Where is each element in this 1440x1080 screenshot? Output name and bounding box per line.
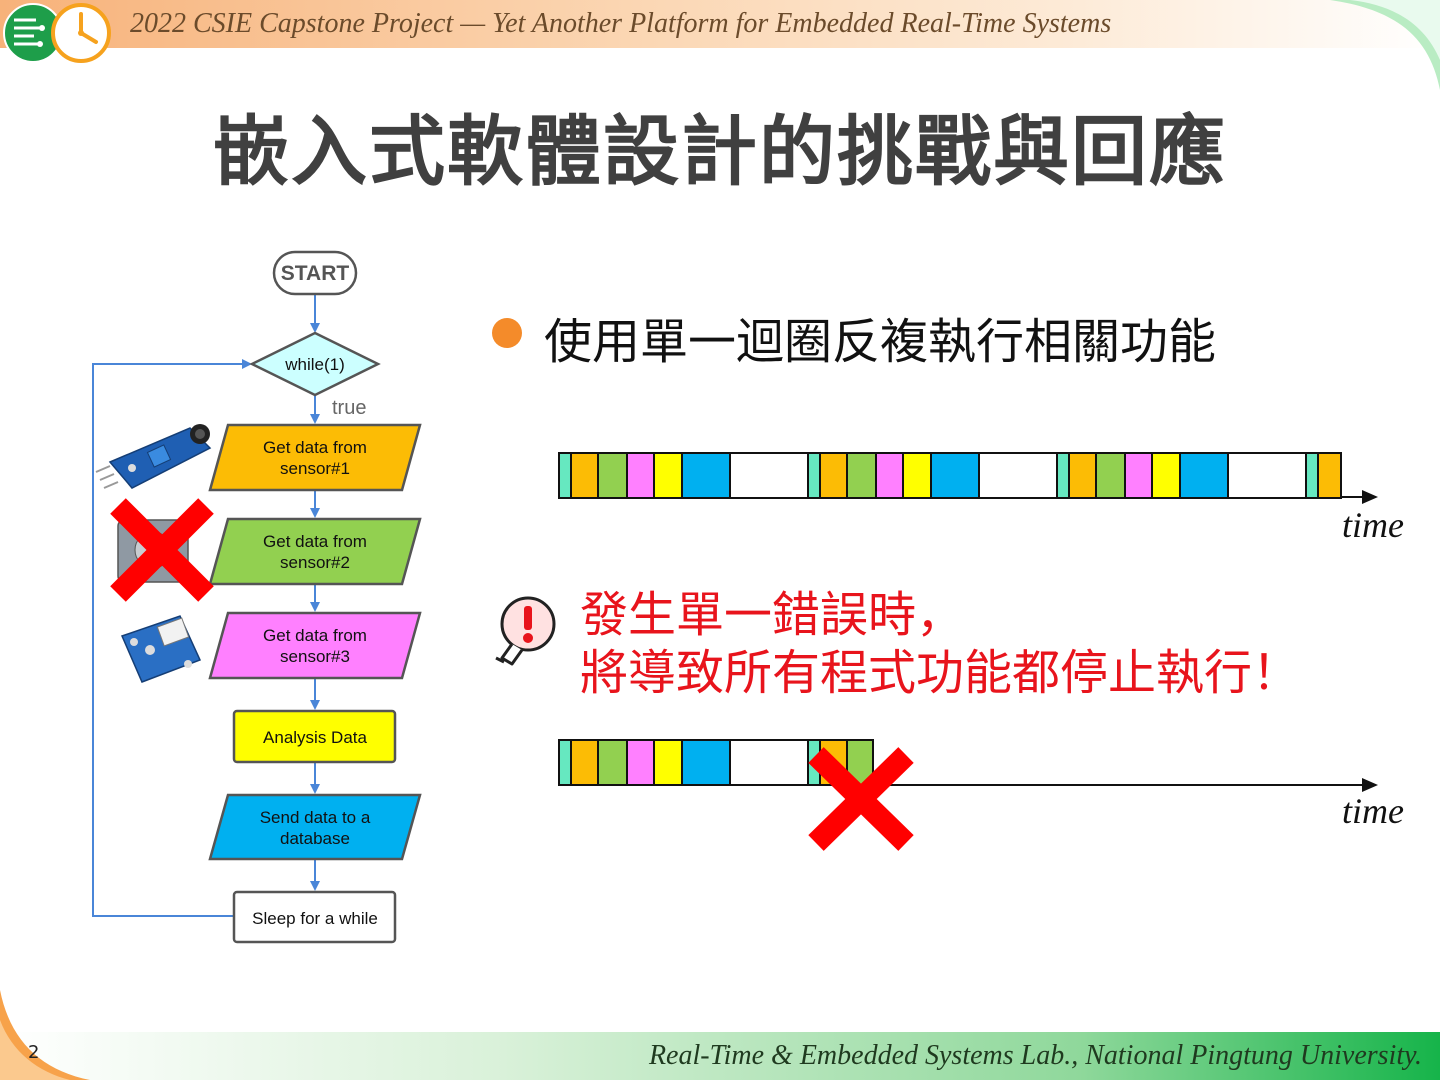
step-sensor2-line2: sensor#2	[280, 553, 350, 572]
loop-flowchart: START while(1) true Get data from sensor…	[92, 250, 422, 944]
time-axis-2-arrowhead	[1362, 778, 1378, 792]
time-axis-2-label: time	[1342, 791, 1404, 831]
flow-connectors	[92, 294, 320, 917]
error-cross-icon	[110, 498, 214, 602]
step-sensor1-line1: Get data from	[263, 438, 367, 457]
seg-sleep	[731, 454, 809, 497]
seg-sleep	[731, 741, 809, 784]
step-sensor1	[208, 423, 422, 492]
seg-sensor1	[572, 454, 599, 497]
seg-sensor3	[628, 741, 655, 784]
true-label: true	[332, 397, 366, 419]
seg-loop	[1058, 454, 1070, 497]
seg-sensor1	[1070, 454, 1097, 497]
step-sensor2	[208, 517, 422, 586]
seg-sensor2	[599, 741, 628, 784]
seg-sensor3	[1126, 454, 1153, 497]
bullet-text: 使用單一迴圈反複執行相關功能	[544, 314, 1217, 370]
step-sleep	[232, 890, 397, 944]
seg-sensor2	[848, 454, 877, 497]
failure-cross-icon	[808, 747, 914, 851]
warning-line-1: 發生單一錯誤時，	[580, 587, 965, 643]
seg-sensor1	[821, 454, 848, 497]
timeline-normal	[558, 452, 1342, 499]
time-axis-2	[872, 784, 1362, 786]
header-decoration	[1330, 0, 1440, 90]
seg-analysis	[655, 741, 683, 784]
lab-logo-icon	[3, 3, 111, 63]
step-sensor3	[208, 611, 422, 680]
seg-loop	[560, 741, 572, 784]
seg-analysis	[655, 454, 683, 497]
start-terminal	[272, 250, 358, 296]
step-sensor3-line2: sensor#3	[280, 647, 350, 666]
seg-send	[683, 454, 731, 497]
step-analysis	[232, 709, 397, 764]
seg-sleep	[980, 454, 1058, 497]
step-sensor2-line1: Get data from	[263, 532, 367, 551]
bullet-dot	[492, 318, 522, 348]
seg-sensor3	[877, 454, 904, 497]
page-number: 2	[28, 1042, 40, 1063]
step-send-line1: Send data to a	[260, 808, 371, 827]
seg-analysis	[1153, 454, 1181, 497]
sensor1-module-icon	[95, 424, 212, 489]
warning-message: 發生單一錯誤時， 將導致所有程式功能都停止執行！	[580, 586, 1300, 702]
seg-send	[932, 454, 980, 497]
seg-sensor3	[628, 454, 655, 497]
seg-sensor1	[572, 741, 599, 784]
seg-send	[683, 741, 731, 784]
header-bar	[0, 0, 1440, 48]
step-sleep-label: Sleep for a while	[252, 909, 378, 928]
seg-loop	[560, 454, 572, 497]
time-axis-1	[1340, 496, 1362, 498]
while-decision	[249, 331, 381, 397]
seg-sensor1	[1319, 454, 1340, 497]
step-send-line2: database	[280, 829, 350, 848]
footer-decoration	[0, 990, 90, 1080]
time-axis-1-arrowhead	[1362, 490, 1378, 504]
seg-loop	[1307, 454, 1319, 497]
while-label: while(1)	[284, 355, 345, 374]
lightbulb-warning-icon	[495, 596, 556, 666]
seg-send	[1181, 454, 1229, 497]
step-sensor1-line2: sensor#1	[280, 459, 350, 478]
seg-analysis	[904, 454, 932, 497]
seg-sensor2	[1097, 454, 1126, 497]
footer-bar	[0, 1032, 1440, 1080]
seg-loop	[809, 454, 821, 497]
header-title: 2022 CSIE Capstone Project — Yet Another…	[130, 8, 1112, 39]
sensor3-module-icon	[120, 615, 202, 683]
step-analysis-label: Analysis Data	[263, 728, 367, 747]
seg-sleep	[1229, 454, 1307, 497]
slide-title: 嵌入式軟體設計的挑戰與回應	[213, 107, 1227, 196]
step-send	[208, 793, 422, 861]
start-label: START	[281, 262, 350, 285]
step-sensor3-line1: Get data from	[263, 626, 367, 645]
seg-sensor2	[599, 454, 628, 497]
footer-text: Real-Time & Embedded Systems Lab., Natio…	[648, 1040, 1422, 1071]
warning-line-2: 將導致所有程式功能都停止執行！	[580, 645, 1301, 701]
time-axis-1-label: time	[1342, 505, 1404, 545]
